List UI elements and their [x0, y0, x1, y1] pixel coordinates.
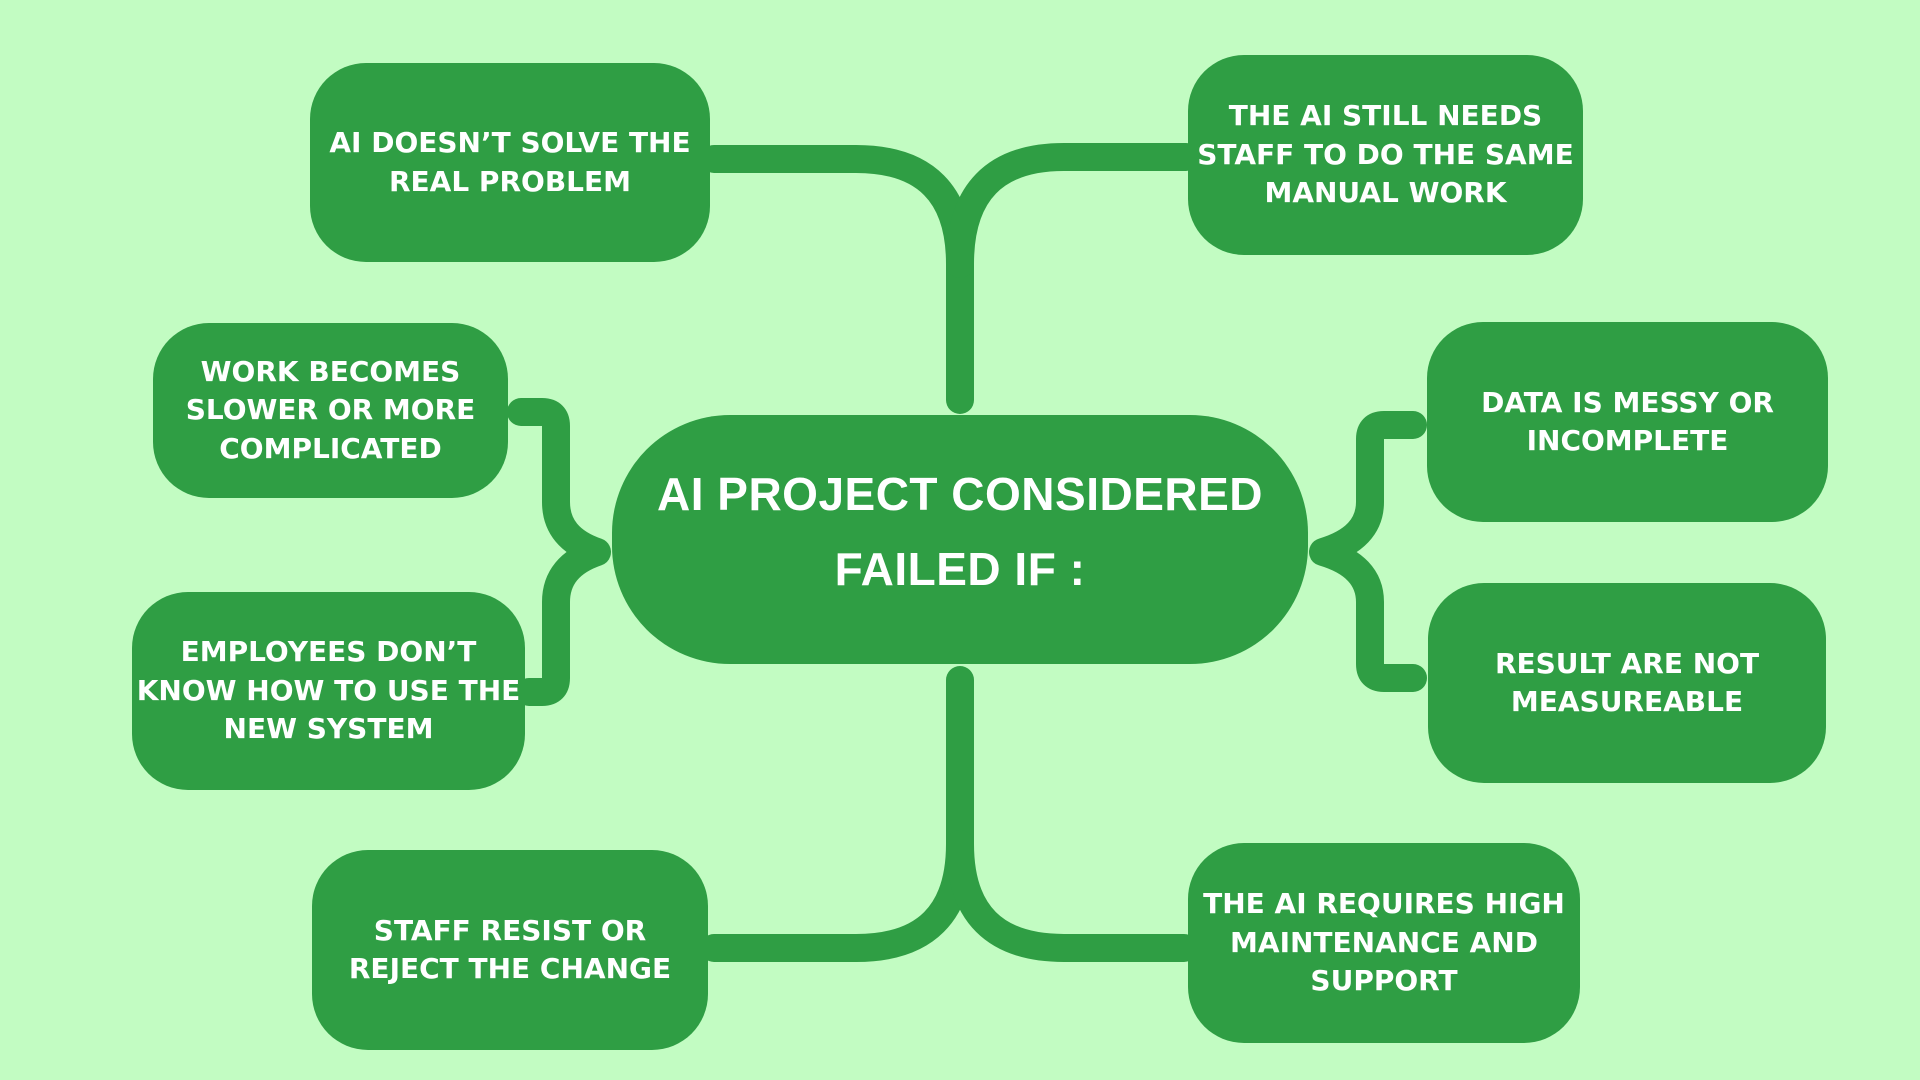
node-label-line: COMPLICATED [219, 431, 442, 465]
connector-left-bracket [507, 398, 611, 706]
node-label-line: REJECT THE CHANGE [348, 952, 672, 985]
node-label-line: NEW SYSTEM [223, 712, 434, 746]
node-label-line: THE AI STILL NEEDS [1228, 99, 1543, 133]
connector-top-left-branch [700, 145, 974, 414]
node-data-messy: DATA IS MESSY OR INCOMPLETE [1427, 322, 1828, 522]
center-node-label-line: AI PROJECT CONSIDERED [656, 467, 1264, 520]
node-label-line: MANUAL WORK [1264, 176, 1507, 210]
connector-top-right-branch [946, 143, 1200, 278]
node-ai-still-needs-staff: THE AI STILL NEEDS STAFF TO DO THE SAME … [1188, 55, 1583, 255]
node-work-becomes-slower: WORK BECOMES SLOWER OR MORE COMPLICATED [153, 323, 508, 498]
node-label-line: INCOMPLETE [1526, 424, 1729, 457]
node-label-line: STAFF TO DO THE SAME [1197, 137, 1574, 171]
node-ai-doesnt-solve: AI DOESN’T SOLVE THE REAL PROBLEM [310, 63, 710, 262]
node-label-line: KNOW HOW TO USE THE [136, 673, 521, 707]
center-node: AI PROJECT CONSIDERED FAILED IF : [612, 415, 1308, 664]
connector-bottom-right-branch [946, 830, 1198, 962]
node-employees-dont-know: EMPLOYEES DON’T KNOW HOW TO USE THE NEW … [132, 592, 525, 790]
node-label-line: MEASUREABLE [1510, 685, 1744, 718]
center-node-label-line: FAILED IF : [834, 542, 1086, 595]
node-staff-resist: STAFF RESIST OR REJECT THE CHANGE [312, 850, 708, 1050]
node-label-line: EMPLOYEES DON’T [180, 635, 477, 669]
node-label-line: RESULT ARE NOT [1494, 646, 1760, 680]
node-label-line: THE AI REQUIRES HIGH [1203, 887, 1565, 921]
connector-right-bracket [1309, 411, 1427, 692]
node-label-line: DATA IS MESSY OR [1481, 385, 1774, 419]
node-label-line: SLOWER OR MORE [185, 393, 476, 427]
node-results-not-measureable: RESULT ARE NOT MEASUREABLE [1428, 583, 1826, 783]
node-label-line: AI DOESN’T SOLVE THE [329, 126, 691, 159]
node-label-line: REAL PROBLEM [388, 164, 631, 198]
connector-bottom-left-branch [700, 666, 974, 962]
node-label-line: MAINTENANCE AND [1230, 925, 1538, 959]
node-label-line: STAFF RESIST OR [373, 913, 647, 947]
node-high-maintenance: THE AI REQUIRES HIGH MAINTENANCE AND SUP… [1188, 843, 1580, 1043]
node-label-line: SUPPORT [1310, 964, 1458, 998]
node-label-line: WORK BECOMES [200, 354, 461, 388]
